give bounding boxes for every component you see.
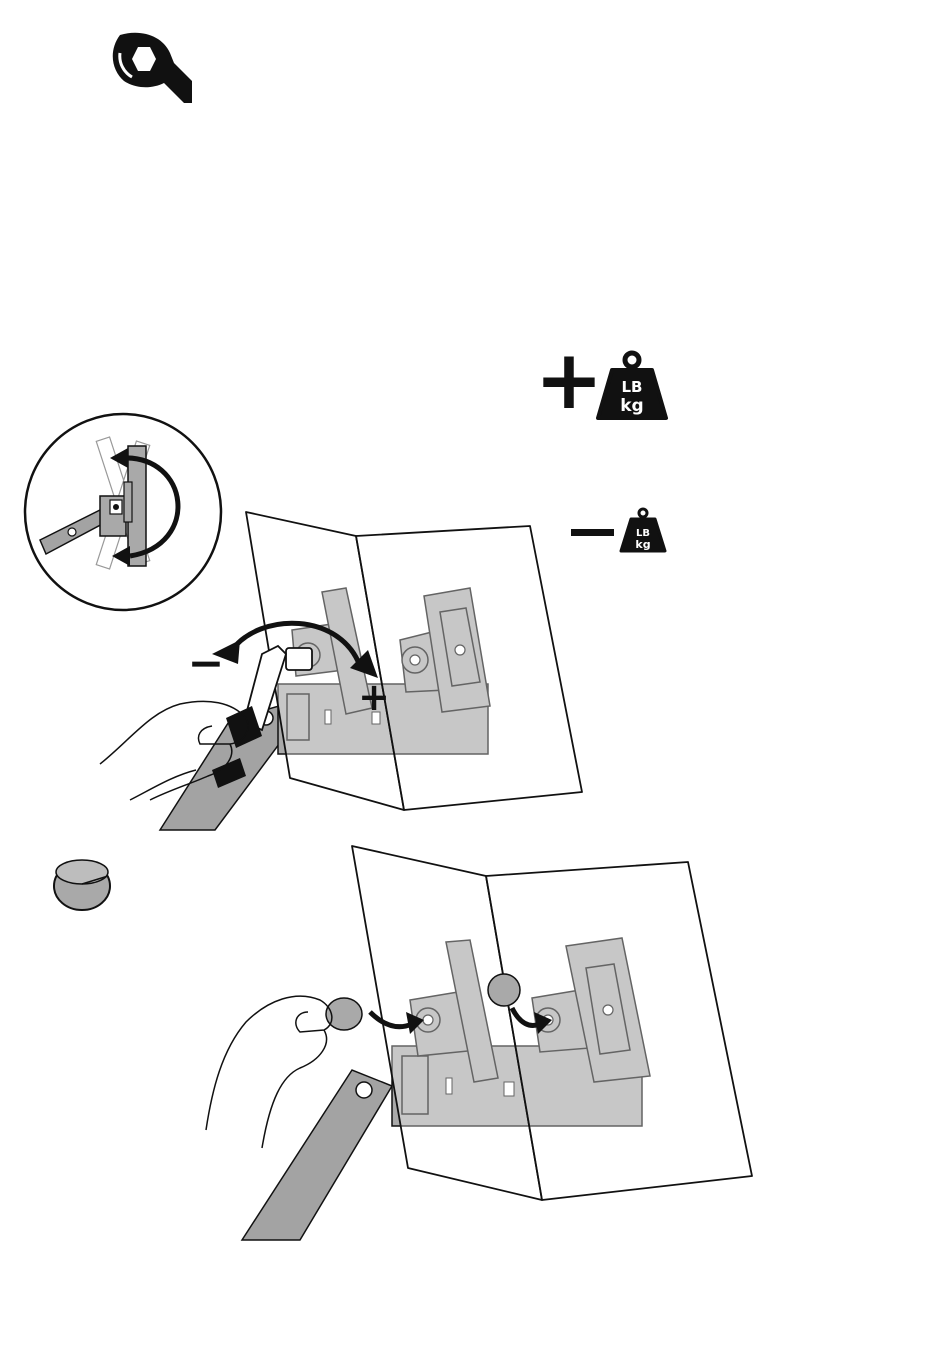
cover-cap-icon bbox=[54, 860, 110, 910]
adjust-minus-label: − bbox=[188, 638, 225, 689]
tilt-detail-callout bbox=[25, 414, 221, 610]
weight-large-kg-label: kg bbox=[620, 396, 643, 416]
adjust-plus-label: + bbox=[358, 675, 390, 719]
weight-large-lb-label: LB bbox=[622, 378, 643, 396]
decrease-weight-group: LB kg bbox=[571, 509, 665, 551]
increase-plus-sign: + bbox=[535, 333, 604, 428]
weight-small-kg-label: kg bbox=[635, 538, 650, 551]
weight-large-icon: LB kg bbox=[598, 353, 666, 418]
decrease-minus-sign bbox=[571, 529, 614, 536]
hex-wrench-tool-icon bbox=[113, 33, 192, 103]
lower-assembly-illustration bbox=[206, 846, 752, 1240]
weight-small-icon: LB kg bbox=[621, 509, 665, 551]
lower-hand bbox=[206, 996, 332, 1148]
increase-weight-group: + LB kg bbox=[535, 333, 666, 428]
